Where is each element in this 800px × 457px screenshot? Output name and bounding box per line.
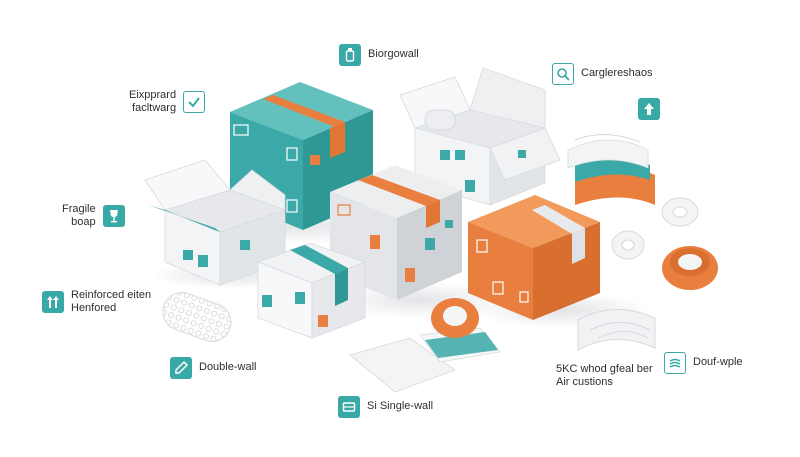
label-single-wall: Si Single-wall	[338, 396, 433, 418]
label-double-wall-text: Double-wall	[199, 361, 257, 374]
label-biorgowall: Biorgowall	[339, 44, 419, 66]
label-reinforced-line1: Reinforced eiten	[71, 289, 152, 301]
white-box	[256, 242, 367, 339]
up-arrow-icon	[638, 98, 660, 120]
label-carglere-text: Carglereshaos	[581, 67, 653, 80]
label-carglere: Carglereshaos	[552, 63, 653, 85]
orange-box	[468, 195, 600, 320]
label-air-cushions-line2: Air custions	[556, 376, 613, 389]
stacked-arrows-icon	[42, 291, 64, 314]
label-reinforced: Reinforced eiten Henfored	[42, 289, 151, 315]
open-white-box-left	[144, 159, 286, 286]
layers-icon	[664, 352, 686, 374]
paper-sheets	[349, 298, 501, 393]
label-up-arrow	[638, 98, 660, 120]
checkmark-icon	[183, 91, 206, 114]
label-reinforced-line2: Henfored	[71, 302, 117, 315]
bottle-icon	[339, 44, 361, 66]
label-air-cushions-line1: 5KC whod gfeal ber	[556, 363, 653, 375]
label-dougwple-text: Douf-wple	[693, 356, 743, 369]
magnifier-icon	[552, 63, 574, 85]
label-eixpprard-line1: Eixpprard	[129, 89, 177, 101]
label-eixpprard: Eixpprard facltwarg	[129, 89, 206, 115]
label-air-cushions: 5KC whod gfeal ber Air custions	[556, 363, 653, 389]
label-double-wall: Double-wall	[170, 357, 256, 379]
air-cushions	[577, 309, 656, 351]
box-outline-icon	[338, 396, 360, 418]
label-eixpprard-line2: facltwarg	[132, 102, 177, 115]
tape-rolls	[611, 197, 718, 290]
label-single-wall-text: Si Single-wall	[367, 400, 434, 413]
bubble-wrap-roll	[162, 292, 232, 342]
label-fragile: Fragile boap	[62, 203, 125, 229]
label-dougwple: Douf-wple	[664, 352, 743, 374]
rolled-textiles	[567, 133, 655, 205]
label-fragile-line1: Fragile	[62, 203, 96, 215]
pen-icon	[170, 357, 192, 379]
label-biorgowall-text: Biorgowall	[368, 48, 419, 61]
fragile-icon	[102, 205, 125, 228]
label-fragile-line2: boap	[71, 216, 96, 229]
